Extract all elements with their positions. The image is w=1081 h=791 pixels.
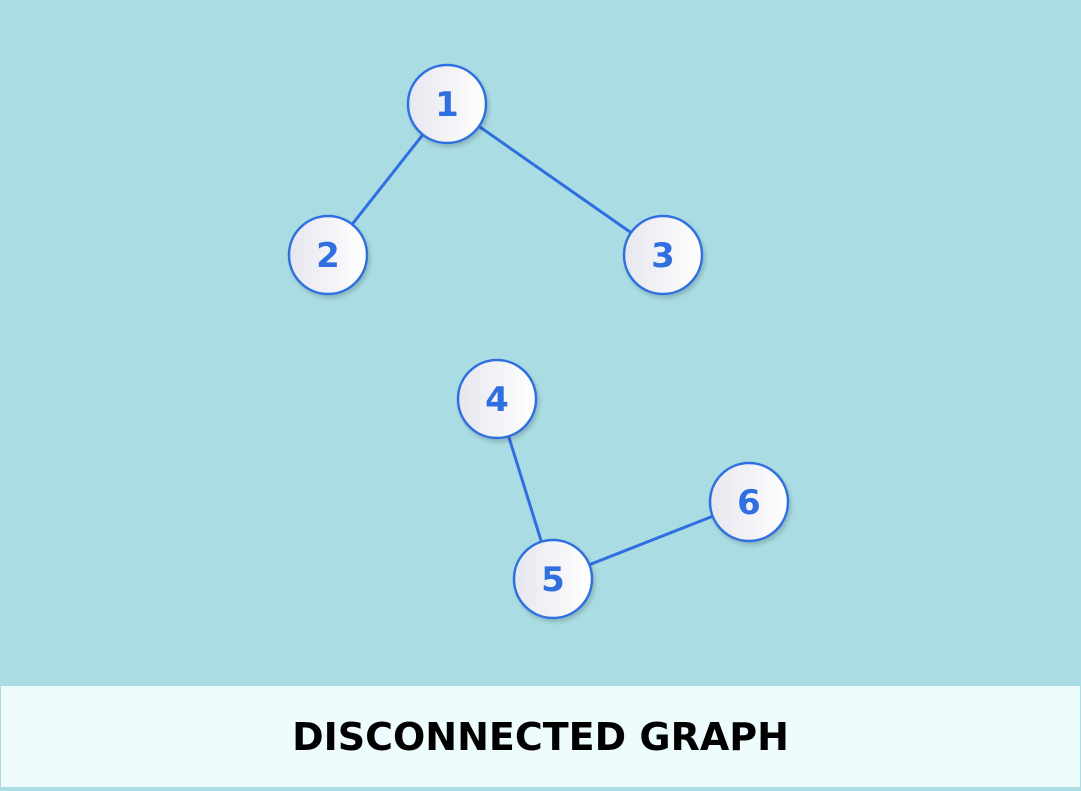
node-2: 2 <box>287 214 369 296</box>
node-1: 1 <box>406 63 488 145</box>
node-label: 6 <box>737 483 761 523</box>
node-circle <box>708 461 790 543</box>
graph-canvas: 1 2 3 4 5 6 <box>287 63 790 620</box>
node-3: 3 <box>622 214 704 296</box>
node-4: 4 <box>456 358 538 440</box>
node-label: 3 <box>651 236 675 276</box>
node-circle <box>512 538 594 620</box>
node-5: 5 <box>512 538 594 620</box>
node-circle <box>456 358 538 440</box>
node-6: 6 <box>708 461 790 543</box>
node-label: 5 <box>541 560 565 600</box>
edges-group <box>326 102 750 581</box>
diagram-title: DISCONNECTED GRAPH <box>292 714 789 759</box>
node-label: 1 <box>435 85 459 125</box>
node-circle <box>406 63 488 145</box>
edge-1-3 <box>446 102 664 257</box>
node-circle <box>622 214 704 296</box>
caption-bar: DISCONNECTED GRAPH <box>1 686 1080 787</box>
graph-svg: 1 2 3 4 5 6 <box>287 63 790 620</box>
node-label: 4 <box>485 380 509 420</box>
nodes-group: 1 2 3 4 5 6 <box>287 63 790 620</box>
node-label: 2 <box>316 236 340 276</box>
node-circle <box>287 214 369 296</box>
